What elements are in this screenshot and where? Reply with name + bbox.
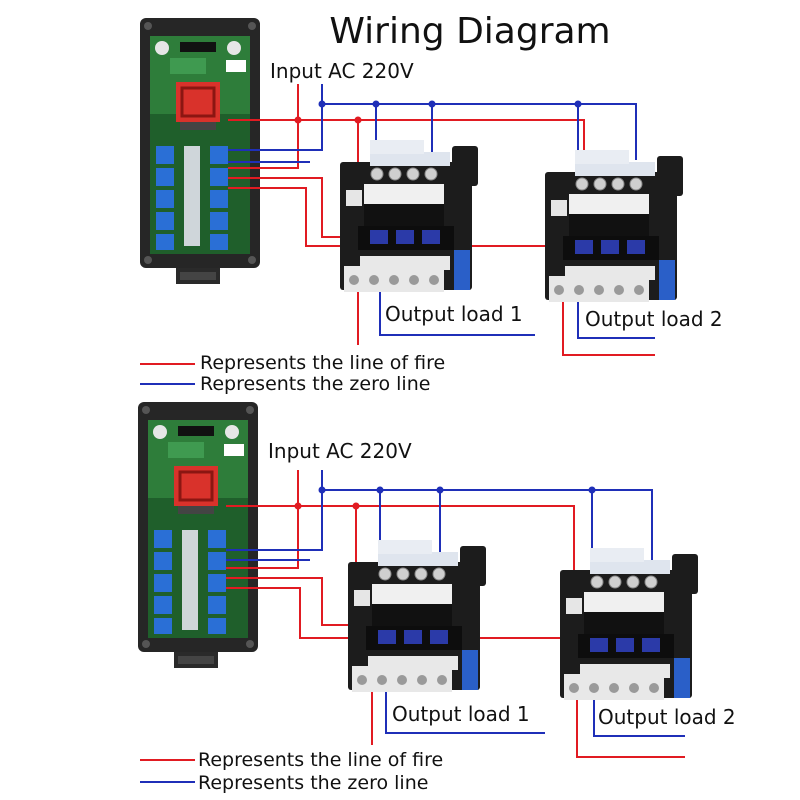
zero-lines-2 [140, 470, 685, 783]
output-load-2-label-2: Output load 2 [598, 705, 736, 729]
input-label-1: Input AC 220V [270, 59, 414, 83]
contactor-2b [559, 547, 699, 701]
legend-zero-text-1: Represents the zero line [200, 373, 430, 395]
panel-2: Input AC 220V Output load 1 Output load … [136, 400, 736, 794]
input-label-2: Input AC 220V [268, 439, 412, 463]
output-load-2-label-1: Output load 2 [585, 307, 723, 331]
legend-fire-text-1: Represents the line of fire [200, 352, 445, 374]
panel-1: Input AC 220V Output load 1 Output load … [138, 16, 723, 395]
legend-zero-text-2: Represents the zero line [198, 772, 428, 794]
contactor-1a [339, 139, 479, 293]
diagram-title: Wiring Diagram [329, 11, 610, 52]
contactor-2a [347, 539, 487, 693]
controller-box-2 [136, 400, 260, 670]
legend-fire-text-2: Represents the line of fire [198, 749, 443, 771]
output-load-1-label-2: Output load 1 [392, 702, 530, 726]
output-load-1-label-1: Output load 1 [385, 302, 523, 326]
contactor-1b [544, 149, 684, 303]
